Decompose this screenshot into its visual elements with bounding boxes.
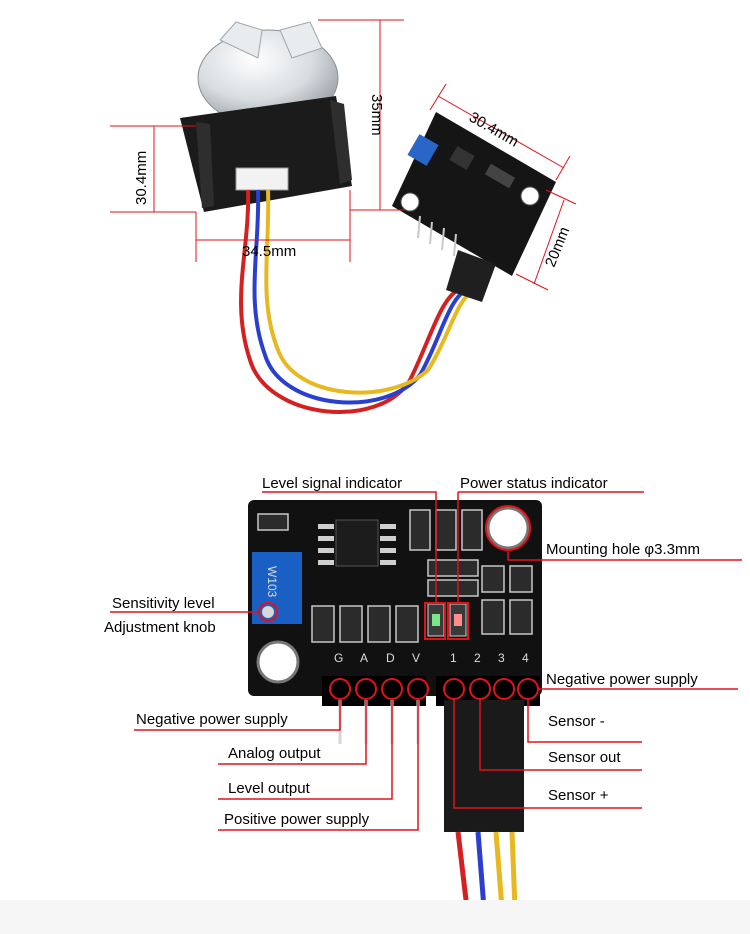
label-power-status: Power status indicator (460, 475, 608, 492)
pin-label-3: 3 (498, 651, 505, 665)
label-negative-supply-right: Negative power supply (546, 671, 698, 688)
label-sensitivity-2: Adjustment knob (104, 619, 216, 636)
bottom-fade (0, 900, 750, 934)
label-mounting-hole: Mounting hole φ3.3mm (546, 541, 700, 558)
label-sensor-minus: Sensor - (548, 713, 605, 730)
turbidity-sensor (180, 21, 352, 212)
dim-module-height: 20mm (542, 224, 573, 269)
dimension-lines (110, 19, 577, 291)
module-photo (392, 112, 556, 302)
label-sensor-plus: Sensor + (548, 787, 609, 804)
pin-label-1: 1 (450, 651, 457, 665)
dim-depth-sensor: 34.5mm (242, 243, 296, 260)
leader-lines (110, 491, 742, 831)
pot-label: W103 (265, 566, 279, 598)
sensor-cable (239, 189, 476, 415)
dim-height-sensor: 35mm (368, 94, 385, 136)
label-negative-supply-left: Negative power supply (136, 711, 288, 728)
pcb-board (248, 500, 542, 934)
pin-label-a: A (360, 651, 368, 665)
label-level-signal: Level signal indicator (262, 475, 402, 492)
dim-width-sensor: 30.4mm (133, 151, 150, 205)
pin-label-v: V (412, 651, 420, 665)
label-positive-supply: Positive power supply (224, 811, 370, 828)
pin-label-d: D (386, 651, 395, 665)
label-sensitivity-1: Sensitivity level (112, 595, 215, 612)
label-analog-output: Analog output (228, 745, 321, 762)
pin-label-4: 4 (522, 651, 529, 665)
label-level-output: Level output (228, 780, 311, 797)
label-sensor-out: Sensor out (548, 749, 621, 766)
annotation-markers (258, 505, 539, 700)
pin-label-2: 2 (474, 651, 481, 665)
pin-label-g: G (334, 651, 343, 665)
